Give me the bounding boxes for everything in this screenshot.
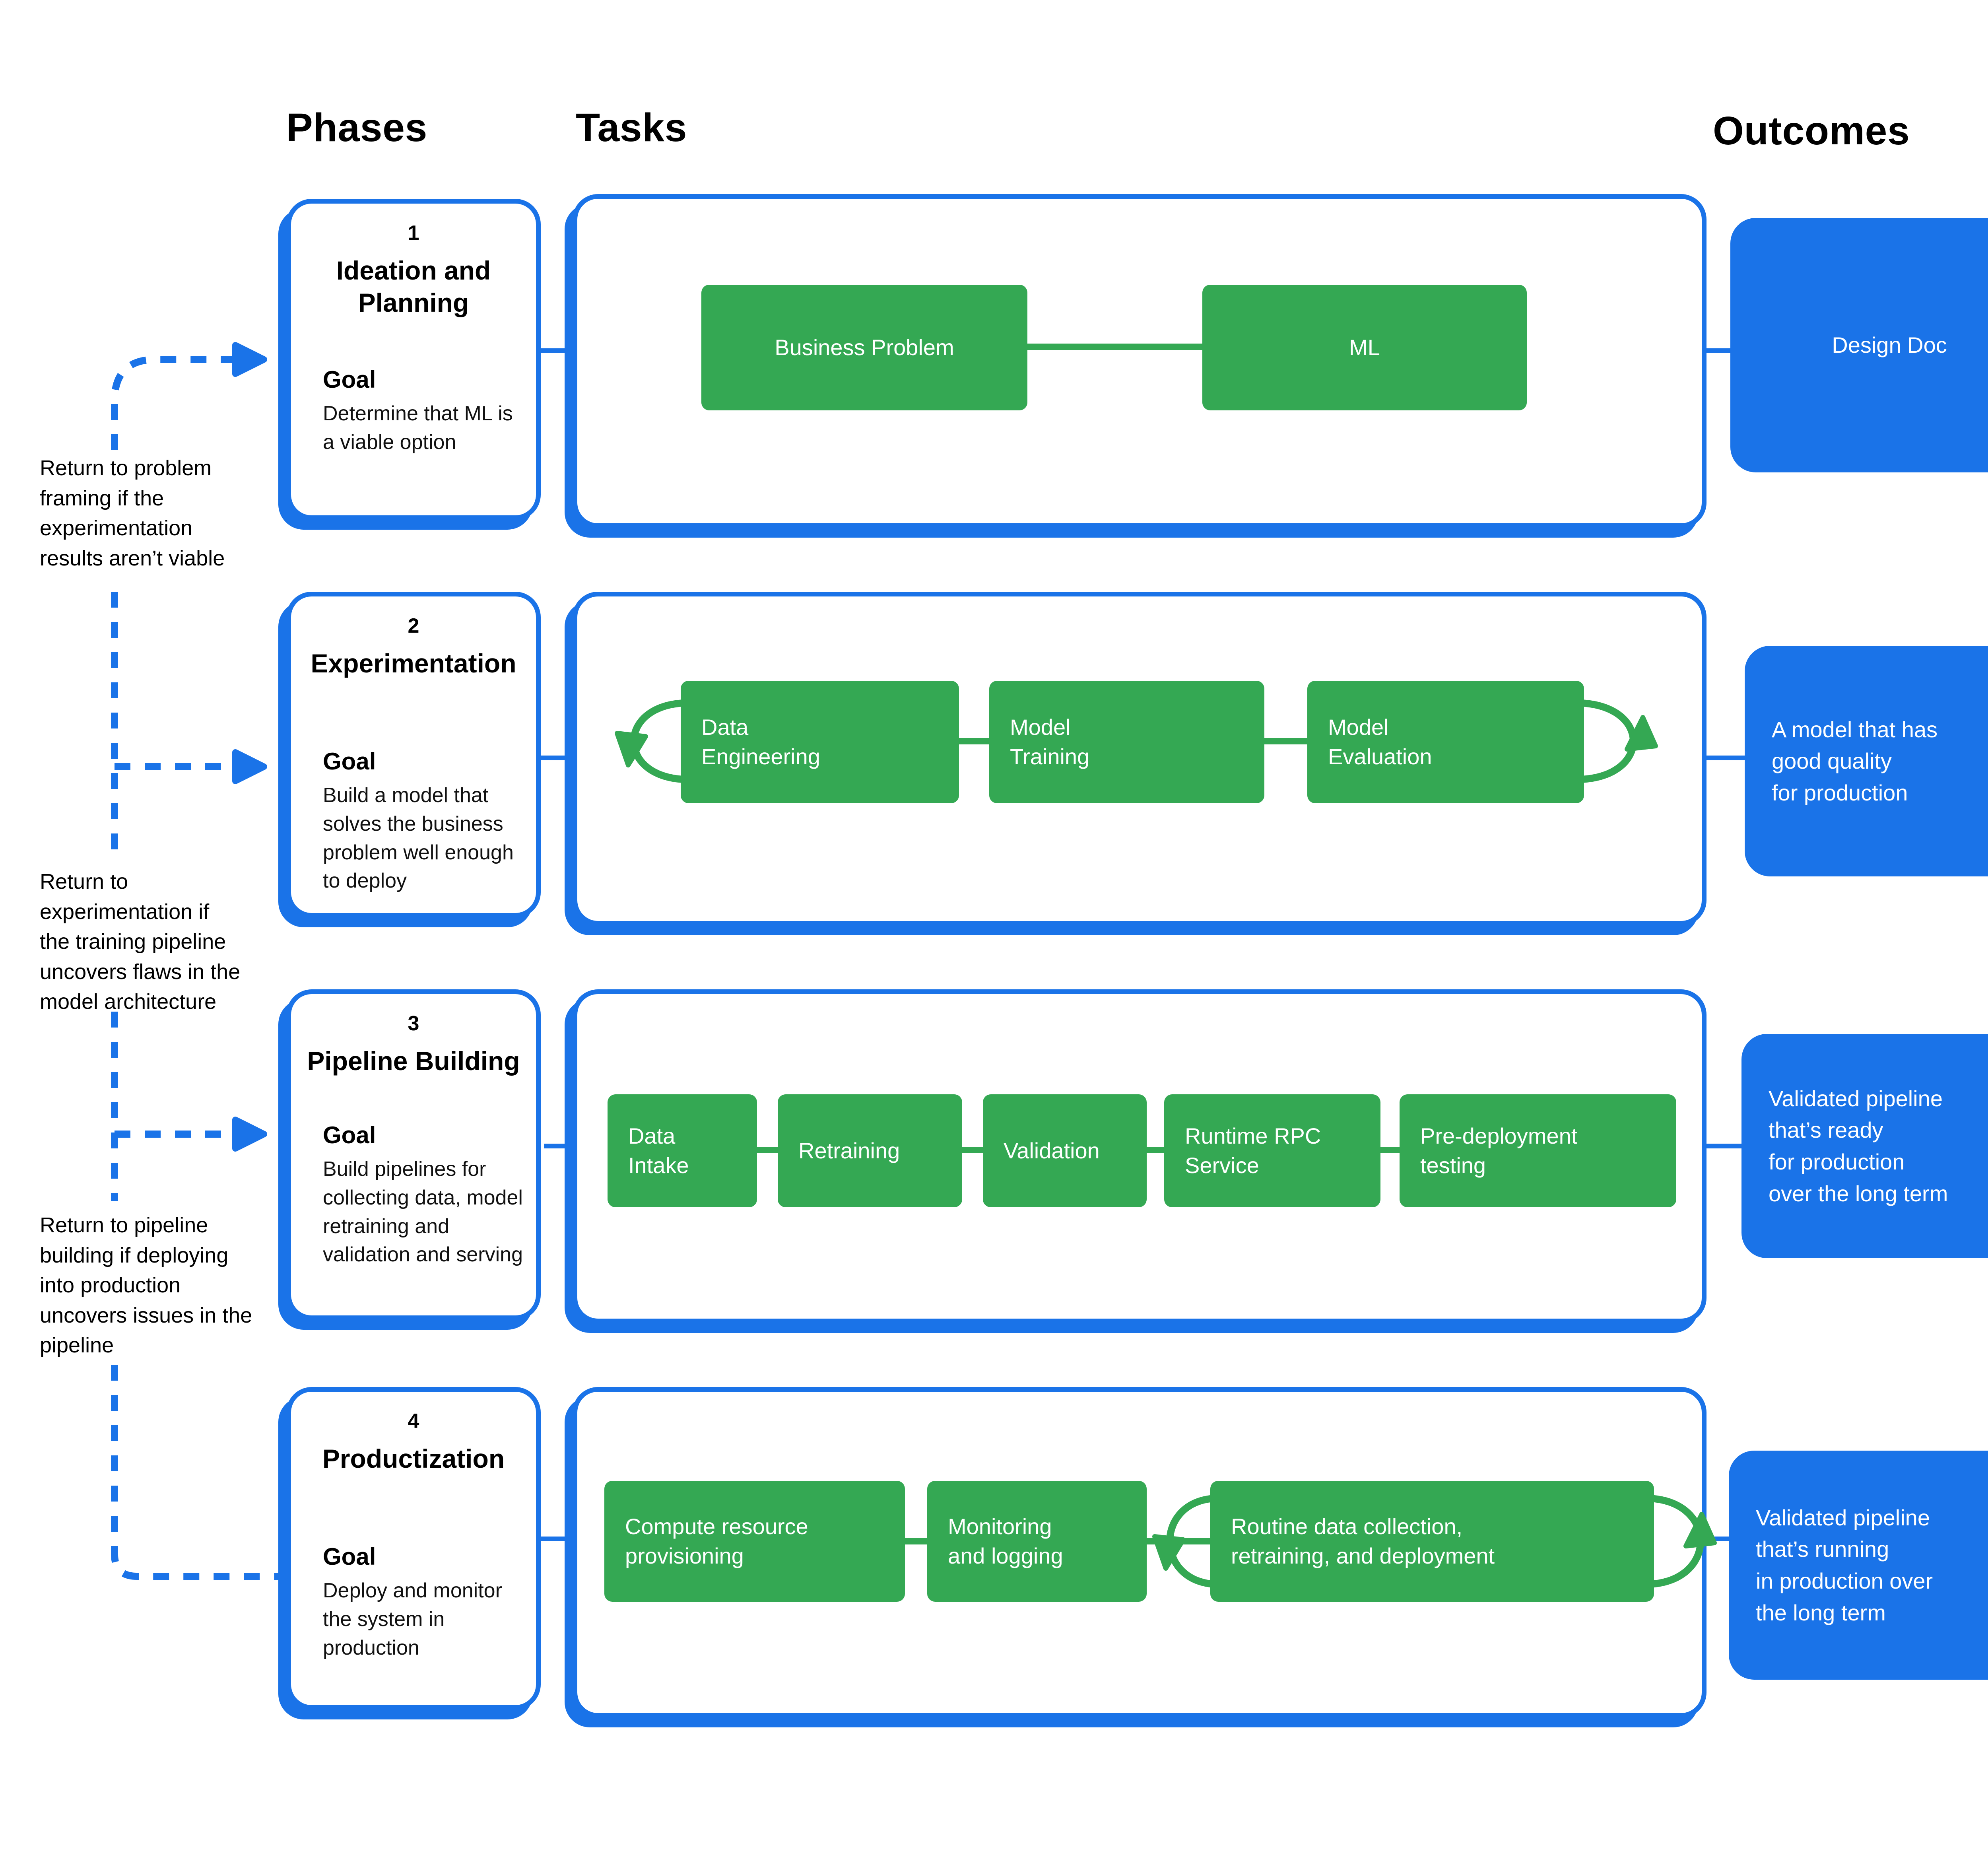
phase-number: 2: [408, 614, 419, 637]
outcome-design-doc: Design Doc: [1730, 218, 1988, 472]
task-connector-line: [1380, 1147, 1400, 1153]
task-connector-line: [1147, 1147, 1164, 1153]
tasks-to-outcome-connector: [1706, 756, 1745, 760]
phase-card-ideation-planning: 1 Ideation and Planning Goal Determine t…: [286, 199, 541, 520]
goal-label: Goal: [323, 1543, 376, 1570]
task-connector-line: [1027, 344, 1202, 350]
goal-text: Determine that ML is a viable option: [323, 402, 513, 454]
task-connector-line: [1264, 738, 1307, 744]
arrow-right-icon: [232, 1117, 267, 1152]
task-retraining: Retraining: [778, 1094, 962, 1207]
task-data-engineering: Data Engineering: [681, 681, 959, 803]
phases-column-header: Phases: [286, 105, 428, 150]
task-connector-line: [962, 1147, 983, 1153]
phase-goal: Goal Build a model that solves the busin…: [323, 748, 525, 896]
task-connector-line: [959, 738, 989, 744]
phase-card-productization: 4 Productization Goal Deploy and monitor…: [286, 1387, 541, 1710]
goal-text: Build pipelines for collecting data, mod…: [323, 1158, 523, 1267]
task-monitoring-and-logging: Monitoring and logging: [927, 1481, 1147, 1602]
goal-label: Goal: [323, 366, 376, 393]
tasks-to-outcome-connector: [1706, 1537, 1729, 1541]
outcome-validated-pipeline-running: Validated pipeline that’s running in pro…: [1729, 1451, 1988, 1680]
tasks-column-header: Tasks: [576, 105, 687, 150]
note-return-to-experimentation: Return to experimentation if the trainin…: [40, 870, 241, 1014]
phase-goal: Goal Build pipelines for collecting data…: [323, 1121, 525, 1269]
phase-number: 1: [408, 221, 419, 245]
phase-goal: Goal Deploy and monitor the system in pr…: [323, 1543, 525, 1662]
phase-title: Productization: [322, 1444, 505, 1473]
phase-to-tasks-connector: [541, 348, 573, 353]
task-connector-line: [757, 1147, 778, 1153]
task-connector-line: [905, 1538, 927, 1544]
goal-label: Goal: [323, 748, 376, 775]
phase-number: 4: [408, 1410, 419, 1433]
tasks-to-outcome-connector: [1706, 348, 1730, 353]
phase-number: 3: [408, 1012, 419, 1035]
task-ml: ML: [1202, 285, 1527, 410]
task-connector-line: [1147, 1538, 1210, 1544]
task-business-problem: Business Problem: [701, 285, 1027, 410]
phase-to-tasks-connector: [541, 1537, 573, 1541]
task-pre-deployment-testing: Pre-deployment testing: [1400, 1094, 1676, 1207]
task-runtime-rpc-service: Runtime RPC Service: [1164, 1094, 1380, 1207]
phase-title: Experimentation: [311, 649, 516, 678]
task-compute-resource-provisioning: Compute resource provisioning: [604, 1481, 905, 1602]
phase-title: Ideation and Planning: [336, 256, 491, 317]
outcome-validated-pipeline-ready: Validated pipeline that’s ready for prod…: [1741, 1034, 1988, 1258]
arrow-right-icon: [232, 749, 267, 784]
task-routine-data-collection: Routine data collection, retraining, and…: [1210, 1481, 1654, 1602]
return-path-from-productization: [111, 1365, 283, 1580]
note-return-to-problem-framing: Return to problem framing if the experim…: [40, 456, 225, 570]
note-return-to-pipeline-building: Return to pipeline building if deploying…: [40, 1213, 252, 1358]
phase-to-tasks-connector: [541, 756, 573, 760]
phase-card-experimentation: 2 Experimentation Goal Build a model tha…: [286, 592, 541, 918]
phase-to-tasks-connector: [544, 1144, 573, 1148]
goal-text: Build a model that solves the business p…: [323, 784, 514, 893]
outcomes-column-header: Outcomes: [1713, 109, 1910, 153]
arrow-right-icon: [232, 342, 267, 377]
tasks-to-outcome-connector: [1702, 1144, 1741, 1148]
task-model-evaluation: Model Evaluation: [1307, 681, 1584, 803]
goal-text: Deploy and monitor the system in product…: [323, 1579, 502, 1659]
phase-card-pipeline-building: 3 Pipeline Building Goal Build pipelines…: [286, 989, 541, 1320]
return-path-left-top: [111, 356, 232, 450]
task-validation: Validation: [983, 1094, 1147, 1207]
outcome-quality-model: A model that has good quality for produc…: [1745, 646, 1988, 876]
phase-goal: Goal Determine that ML is a viable optio…: [323, 366, 525, 457]
goal-label: Goal: [323, 1122, 376, 1148]
task-model-training: Model Training: [989, 681, 1264, 803]
phase-title: Pipeline Building: [307, 1046, 520, 1076]
task-data-intake: Data Intake: [608, 1094, 757, 1207]
